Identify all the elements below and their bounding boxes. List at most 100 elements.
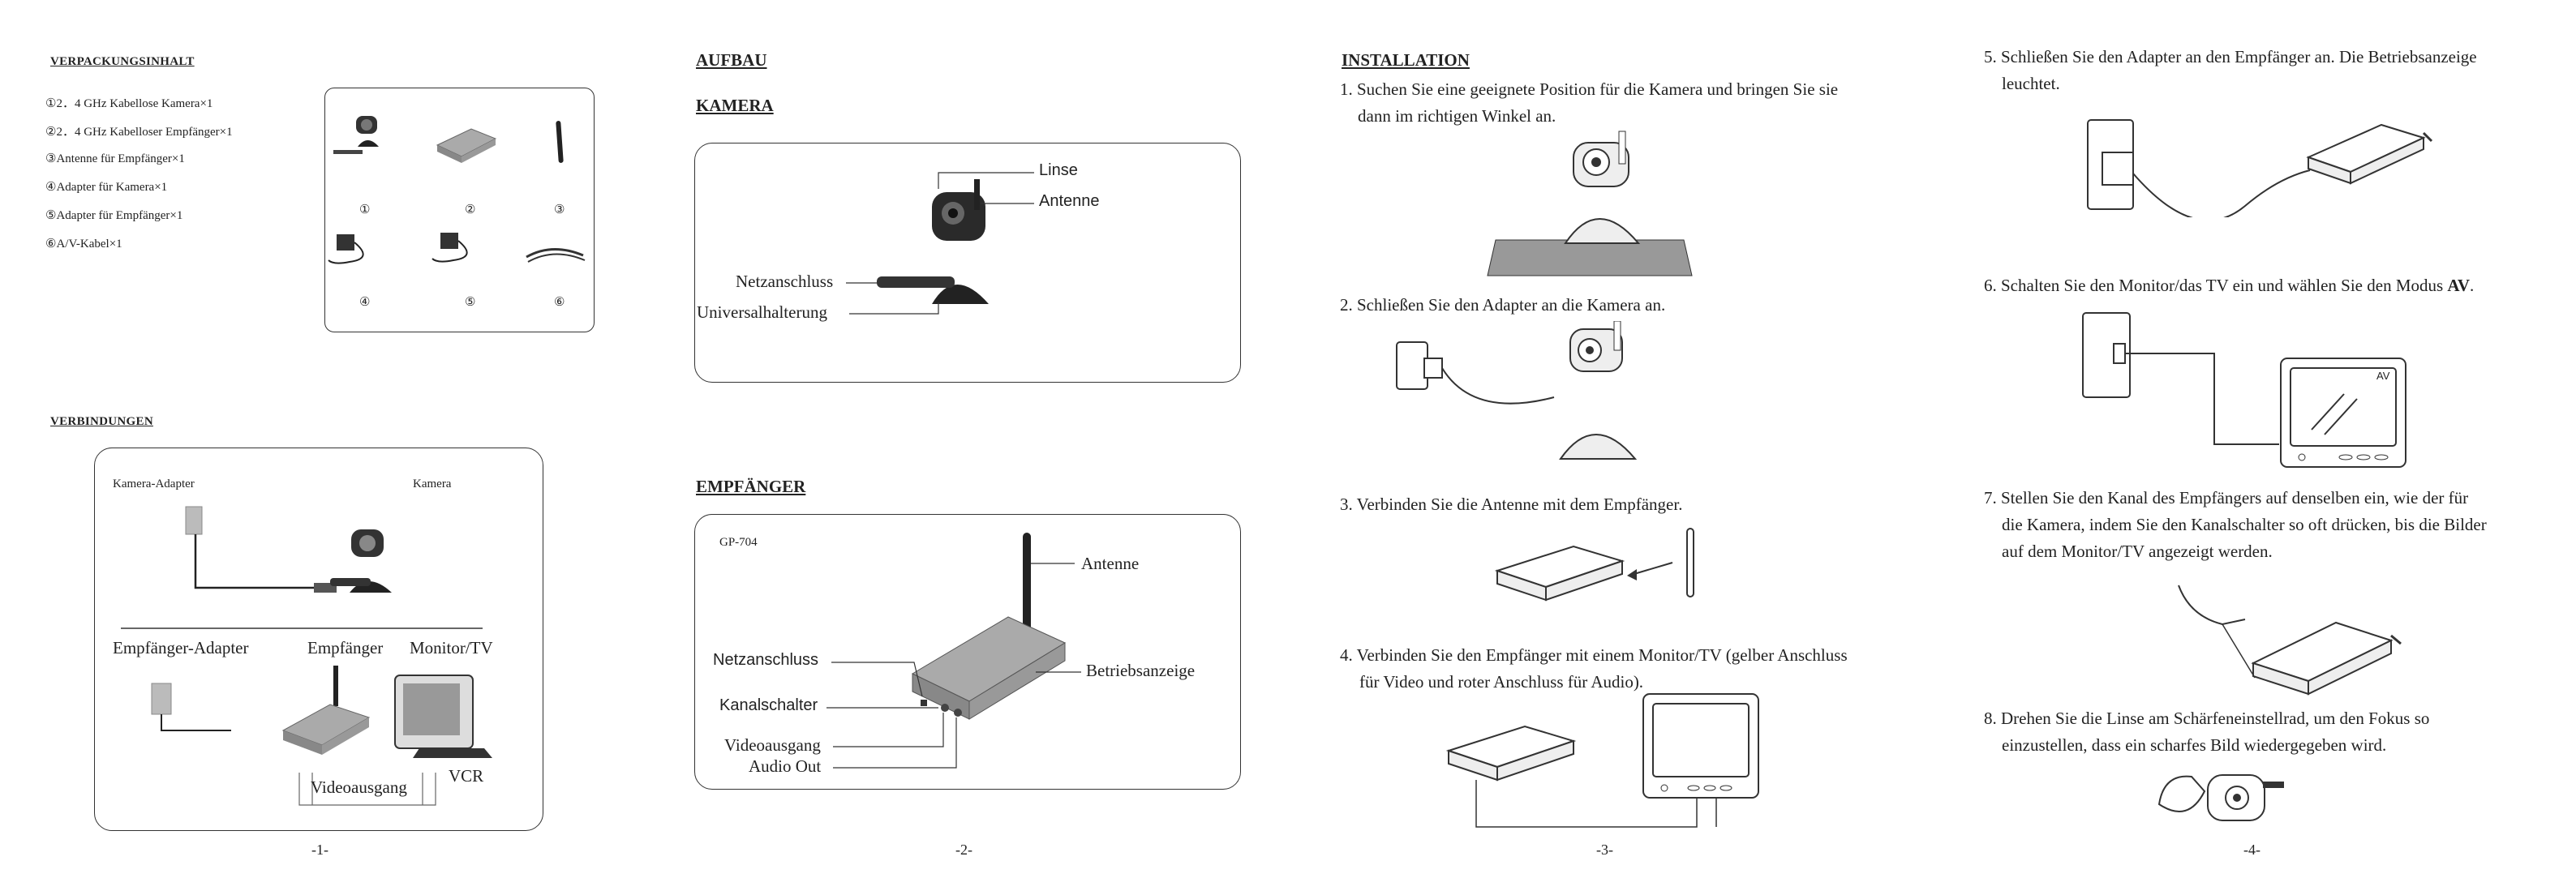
camera-label: Kamera: [413, 478, 452, 490]
mount-label: Universalhalterung: [697, 302, 827, 322]
receiver-icon: [1445, 725, 1577, 782]
receiver-label: Empfänger: [307, 638, 384, 657]
vcr-label: VCR: [449, 766, 484, 786]
step-7-illustration: [2178, 585, 2402, 696]
receiver-icon: [911, 533, 1067, 720]
page-number-1: -1-: [311, 842, 328, 858]
lens-label: Linse: [1039, 161, 1078, 179]
camera-antenna-label: Antenne: [1039, 192, 1100, 210]
model-label: GP-704: [719, 536, 758, 549]
step-7-line-3: auf dem Monitor/TV angezeigt werden.: [2002, 542, 2273, 561]
step-7-line-2: die Kamera, indem Sie den Kanalschalter …: [2002, 515, 2487, 534]
adapter-icon-2: [431, 233, 468, 263]
step-6-text: 6. Schalten Sie den Monitor/das TV ein u…: [1984, 276, 2475, 295]
receiver-power-label: Netzanschluss: [713, 651, 819, 669]
wall-socket-icon: [1396, 341, 1428, 390]
receiver-antenna-label: Antenne: [1081, 554, 1140, 573]
antenna-icon: [1686, 528, 1694, 597]
step-5-line-2: leuchtet.: [2002, 74, 2060, 93]
connections-heading: VERBINDUNGEN: [50, 415, 153, 428]
receiver-icon: [436, 128, 497, 163]
receiver-diagram: [826, 533, 1081, 769]
step-8-line-1: 8. Drehen Sie die Linse am Schärfeneinst…: [1984, 709, 2430, 728]
video-out-label: Videoausgang: [311, 777, 407, 797]
camera-adapter-icon: [185, 506, 203, 535]
step-8-line-2: einzustellen, dass ein scharfes Bild wie…: [2002, 735, 2387, 755]
step-1-illustration: [1487, 131, 1693, 276]
camera-diagram: [846, 172, 1034, 315]
camera-heading: KAMERA: [696, 96, 774, 115]
item-number-2: ②: [465, 203, 476, 216]
page-number-2: -2-: [955, 842, 972, 858]
contents-heading: VERPACKUNGSINHALT: [50, 55, 195, 68]
receiver-icon: [2306, 123, 2433, 185]
contents-illustration: [328, 116, 586, 264]
page-number-3: -3-: [1596, 842, 1613, 858]
camera-diagram-box: Linse Antenne Netzanschluss Universalhal…: [694, 143, 1241, 383]
item-number-4: ④: [359, 296, 371, 309]
receiver-heading: EMPFÄNGER: [696, 477, 806, 496]
step-8-illustration: [2157, 774, 2284, 821]
camera-icon: [1559, 321, 1638, 460]
step-4-line-1: 4. Verbinden Sie den Empfänger mit einem…: [1340, 645, 1848, 665]
wall-socket-icon: [2082, 312, 2131, 398]
adapter-icon: [2102, 152, 2134, 186]
receiver-adapter-label: Empfänger-Adapter: [113, 638, 249, 657]
connections-diagram: [121, 506, 492, 806]
monitor-icon: [2280, 358, 2406, 468]
step-5-line-1: 5. Schließen Sie den Adapter an den Empf…: [1984, 47, 2477, 66]
indicator-label: Betriebsanzeige: [1086, 661, 1196, 680]
contents-item-1: ①2．4 GHz Kabellose Kamera×1: [45, 97, 213, 110]
monitor-label: Monitor/TV: [410, 638, 493, 657]
step-3-text: 3. Verbinden Sie die Antenne mit dem Emp…: [1340, 495, 1683, 514]
connections-diagram-box: Kamera-Adapter Kamera Empfänger-Adapter …: [94, 448, 543, 831]
installation-heading: INSTALLATION: [1342, 50, 1470, 70]
camera-icon: [330, 529, 392, 593]
step-7-line-1: 7. Stellen Sie den Kanal des Empfängers …: [1984, 488, 2469, 508]
receiver-adapter-icon: [151, 683, 172, 715]
vcr-icon: [413, 748, 492, 758]
contents-item-5: ⑤Adapter für Empfänger×1: [45, 209, 183, 222]
step-6-illustration: [2082, 312, 2406, 468]
channel-switch-label: Kanalschalter: [719, 696, 818, 714]
step-1-line-2: dann im richtigen Winkel an.: [1358, 106, 1556, 126]
contents-item-6: ⑥A/V-Kabel×1: [45, 238, 122, 251]
camera-icon: [877, 179, 989, 304]
receiver-diagram-box: GP-704 Antenne Netzanschluss Betriebsanz…: [694, 514, 1241, 790]
item-number-3: ③: [554, 203, 565, 216]
item-number-1: ①: [359, 203, 371, 216]
camera-icon: [1564, 131, 1641, 244]
hand-icon: [2178, 585, 2246, 626]
setup-heading: AUFBAU: [696, 50, 767, 70]
item-number-5: ⑤: [465, 296, 476, 309]
monitor-icon: [394, 675, 492, 758]
audio-out-label: Audio Out: [749, 756, 822, 776]
camera-power-label: Netzanschluss: [736, 272, 834, 291]
camera-icon: [333, 116, 379, 154]
step-4-line-2: für Video und roter Anschluss für Audio)…: [1359, 672, 1644, 692]
av-cable-icon: [526, 247, 586, 263]
camera-adapter-label: Kamera-Adapter: [113, 478, 195, 490]
step-5-illustration: [2087, 119, 2433, 217]
hand-icon: [2157, 775, 2206, 812]
contents-item-2: ②2．4 GHz Kabelloser Empfänger×1: [45, 126, 233, 139]
receiver-icon: [1494, 545, 1625, 602]
step-3-illustration: [1494, 528, 1694, 602]
receiver-icon: [281, 666, 371, 755]
step-2-illustration: [1396, 321, 1638, 460]
monitor-mode-label: AV: [2376, 370, 2390, 382]
page-number-4: -4-: [2243, 842, 2260, 858]
antenna-icon: [556, 121, 564, 163]
adapter-icon-1: [328, 234, 364, 264]
step-2-text: 2. Schließen Sie den Adapter an die Kame…: [1340, 295, 1666, 315]
step-1-line-1: 1. Suchen Sie eine geeignete Position fü…: [1340, 79, 1839, 99]
monitor-icon: [1642, 693, 1759, 799]
contents-illustration-box: ① ② ③ ④ ⑤ ⑥: [324, 88, 595, 332]
video-out-label: Videoausgang: [724, 735, 821, 755]
contents-item-3: ③Antenne für Empfänger×1: [45, 152, 185, 165]
item-number-6: ⑥: [554, 296, 565, 309]
contents-item-4: ④Adapter für Kamera×1: [45, 181, 168, 194]
receiver-icon: [2251, 621, 2402, 696]
adapter-icon: [1423, 358, 1443, 379]
step-4-illustration: [1445, 693, 1759, 828]
